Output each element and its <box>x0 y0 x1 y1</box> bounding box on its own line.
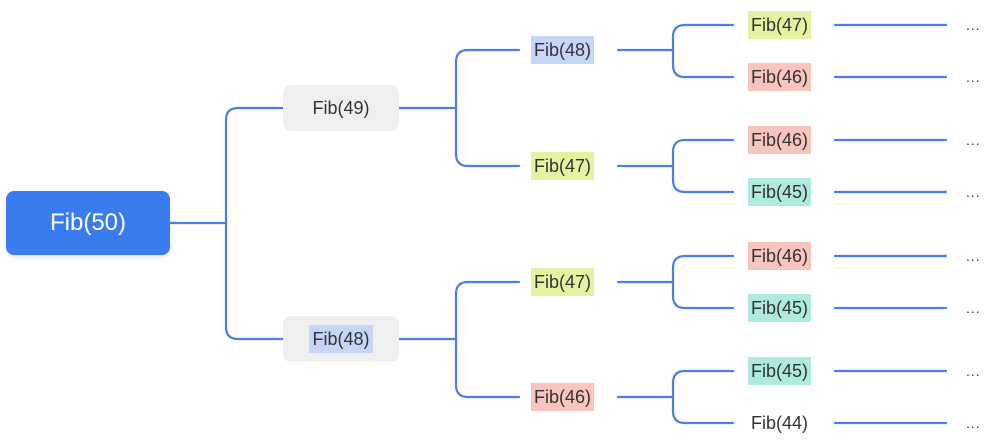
level3-node-fib-46[interactable]: Fib(46) <box>748 242 812 270</box>
level3-node-fib-47[interactable]: Fib(47) <box>748 11 812 39</box>
level2-node-label: Fib(47) <box>531 268 595 296</box>
level2-node-label: Fib(48) <box>531 36 595 64</box>
level3-node-fib-46[interactable]: Fib(46) <box>748 126 812 154</box>
level2-node-fib-48[interactable]: Fib(48) <box>531 36 595 64</box>
level3-node-fib-45[interactable]: Fib(45) <box>748 178 812 206</box>
level1-node-fib-49[interactable]: Fib(49) <box>283 85 399 131</box>
level1-node-label: Fib(48) <box>309 325 373 353</box>
continuation-ellipsis: ... <box>966 248 981 264</box>
level2-node-fib-47[interactable]: Fib(47) <box>531 268 595 296</box>
root-node-label: Fib(50) <box>49 209 127 236</box>
level3-node-label: Fib(46) <box>748 242 812 270</box>
level2-node-fib-47[interactable]: Fib(47) <box>531 152 595 180</box>
continuation-ellipsis: ... <box>966 17 981 33</box>
level3-node-label: Fib(45) <box>748 178 812 206</box>
level3-node-label: Fib(45) <box>748 294 812 322</box>
continuation-ellipsis: ... <box>966 415 981 431</box>
level2-node-fib-46[interactable]: Fib(46) <box>531 383 595 411</box>
continuation-ellipsis: ... <box>966 132 981 148</box>
level1-node-label: Fib(49) <box>312 98 370 118</box>
level3-node-label: Fib(44) <box>751 413 809 433</box>
level3-node-fib-45[interactable]: Fib(45) <box>748 357 812 385</box>
level1-node-fib-48[interactable]: Fib(48) <box>283 316 399 362</box>
level3-node-fib-44[interactable]: Fib(44) <box>751 409 808 437</box>
level3-node-label: Fib(46) <box>748 63 812 91</box>
level3-node-label: Fib(47) <box>748 11 812 39</box>
continuation-ellipsis: ... <box>966 363 981 379</box>
level3-node-fib-46[interactable]: Fib(46) <box>748 63 812 91</box>
continuation-ellipsis: ... <box>966 300 981 316</box>
root-node-fib-50[interactable]: Fib(50) <box>6 191 170 255</box>
level3-node-label: Fib(45) <box>748 357 812 385</box>
continuation-ellipsis: ... <box>966 184 981 200</box>
level3-node-fib-45[interactable]: Fib(45) <box>748 294 812 322</box>
level3-node-label: Fib(46) <box>748 126 812 154</box>
level2-node-label: Fib(47) <box>531 152 595 180</box>
level2-node-label: Fib(46) <box>531 383 595 411</box>
continuation-ellipsis: ... <box>966 69 981 85</box>
